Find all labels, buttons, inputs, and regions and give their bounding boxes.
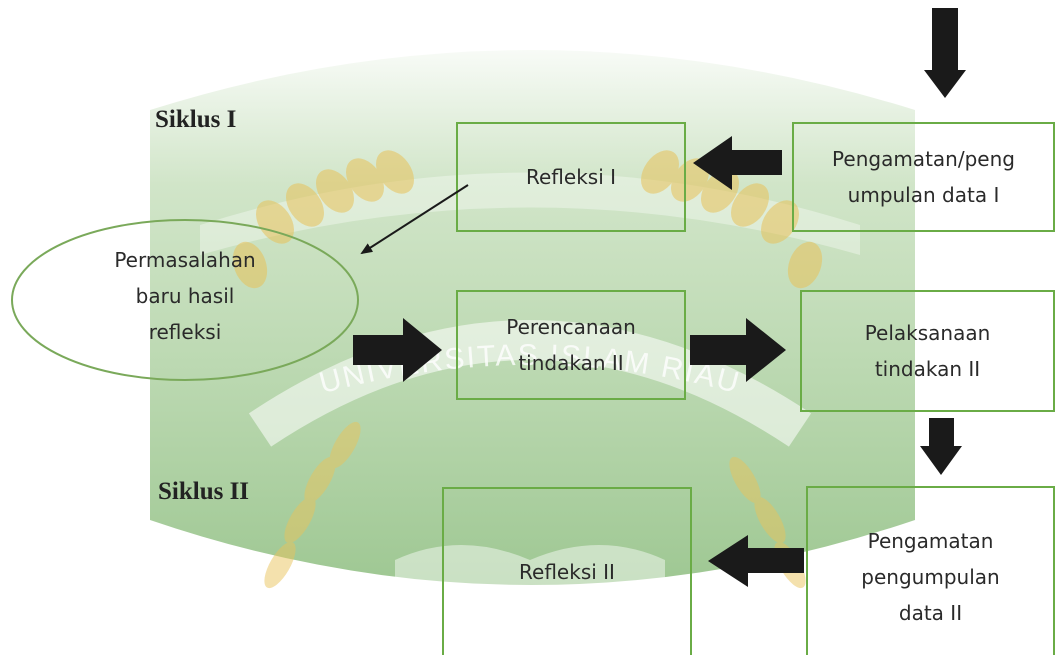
permasalahan-line-3: refleksi [148, 320, 222, 344]
siklus-2-label: Siklus II [158, 478, 250, 505]
pelaksanaan-2-line-1: Pelaksanaan [864, 321, 991, 345]
pengamatan-2-box: Pengamatan pengumpulan data II [806, 486, 1055, 655]
pengamatan-2-line-3: data II [898, 600, 963, 625]
refleksi-2-line-1: Refleksi II [519, 560, 615, 584]
permasalahan-line-1: Permasalahan [114, 248, 256, 272]
pelaksanaan-2-box: Pelaksanaan tindakan II [800, 290, 1055, 412]
perencanaan-2-box: Perencanaan tindakan II [456, 290, 686, 400]
siklus-1-label: Siklus I [155, 106, 237, 133]
permasalahan-ellipse-text: Permasalahan baru hasil refleksi [60, 242, 310, 350]
refleksi-1-line-1: Refleksi I [525, 165, 617, 189]
pengamatan-1-line-2: umpulan data I [847, 183, 1000, 207]
pengamatan-2-line-2: pengumpulan [861, 564, 1000, 589]
refleksi-1-box: Refleksi I [456, 122, 686, 232]
perencanaan-2-line-2: tindakan II [518, 351, 624, 375]
permasalahan-line-2: baru hasil [135, 284, 235, 308]
perencanaan-2-line-1: Perencanaan [506, 315, 636, 339]
pengamatan-1-line-1: Pengamatan/peng [832, 147, 1015, 171]
pengamatan-1-box: Pengamatan/peng umpulan data I [792, 122, 1055, 232]
pengamatan-2-line-1: Pengamatan [867, 528, 994, 553]
refleksi-2-box: Refleksi II [442, 487, 692, 655]
pelaksanaan-2-line-2: tindakan II [874, 357, 981, 381]
